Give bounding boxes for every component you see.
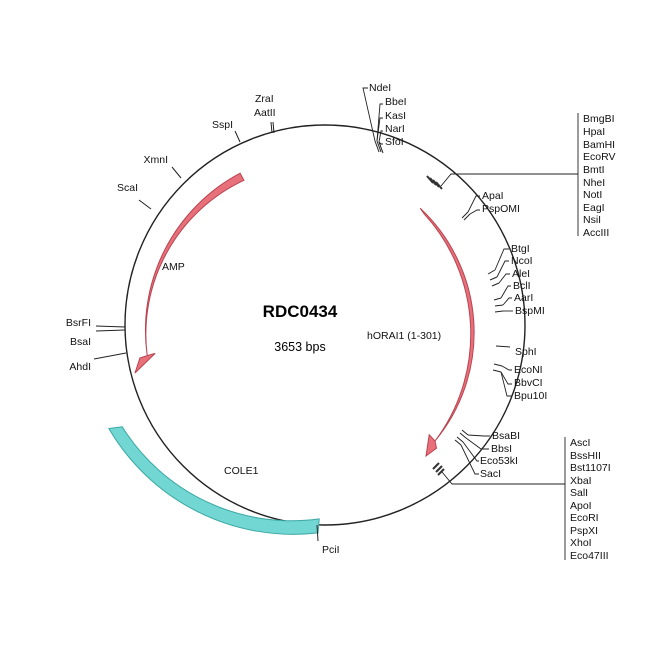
site-label: BbvCI	[514, 377, 543, 389]
site-label: ScaI	[117, 182, 138, 194]
site-label: SalI	[570, 487, 588, 499]
cole1-label: COLE1	[224, 465, 259, 477]
site-label: BssHII	[570, 450, 601, 462]
site-group-econi: EcoNI BbvCI Bpu10I	[492, 363, 547, 402]
site-label: SspI	[212, 119, 233, 131]
site-label: BbsI	[491, 443, 512, 455]
site-group-sphi: SphI	[495, 345, 537, 358]
site-label: AscI	[570, 437, 590, 449]
site-label: HpaI	[583, 126, 605, 138]
amp-feature-arrow[interactable]	[134, 172, 245, 374]
site-label: ZraI	[255, 93, 274, 105]
site-label: KasI	[385, 110, 406, 122]
site-label: BspMI	[515, 305, 545, 317]
site-label: AatII	[254, 107, 276, 119]
plasmid-name: RDC0434	[263, 302, 338, 321]
site-label: BmgBI	[583, 113, 615, 125]
site-label: BsrFI	[66, 317, 91, 329]
cole1-feature[interactable]	[107, 426, 320, 535]
site-label: Eco47III	[570, 550, 609, 562]
amp-label: AMP	[162, 261, 185, 273]
site-group-zrai: ZraI AatII	[254, 93, 276, 134]
site-label: SfoI	[385, 136, 404, 148]
site-label: NdeI	[369, 82, 391, 94]
site-label: NarI	[385, 123, 405, 135]
site-group-bsai: BsaI	[70, 329, 126, 348]
site-group-bsabi: BsaBI BbsI Eco53kI SacI	[454, 429, 520, 480]
plasmid-backbone	[124, 124, 526, 526]
site-label: XbaI	[570, 475, 592, 487]
site-label: BamHI	[583, 139, 615, 151]
site-label: SacI	[480, 468, 501, 480]
site-group-scai: ScaI	[117, 182, 152, 210]
site-label: PspXI	[570, 525, 598, 537]
site-label: NcoI	[511, 255, 533, 267]
site-group-xmni: XmnI	[143, 154, 182, 179]
site-group-ndei: NdeI BbeI KasI NarI SfoI	[362, 82, 407, 154]
site-label: NheI	[583, 177, 605, 189]
site-label: AhdI	[69, 361, 91, 373]
site-label: AccIII	[583, 227, 609, 239]
site-label: XhoI	[570, 537, 592, 549]
site-label: NsiI	[583, 214, 601, 226]
site-label: Bst1107I	[570, 462, 611, 474]
site-label: AleI	[512, 268, 530, 280]
site-label: EagI	[583, 202, 605, 214]
plasmid-size: 3653 bps	[274, 340, 325, 354]
site-label: BclI	[513, 280, 531, 292]
site-label: SphI	[515, 346, 537, 358]
site-label: EcoRI	[570, 512, 599, 524]
site-group-bmgbi-cluster: BmgBI HpaI BamHI EcoRV BmtI NheI NotI Ea…	[426, 113, 616, 239]
site-label: XmnI	[143, 154, 168, 166]
site-label: BsaI	[70, 336, 91, 348]
site-label: ApoI	[570, 500, 592, 512]
site-label: PspOMI	[482, 203, 520, 215]
site-label: BbeI	[385, 96, 407, 108]
site-label: NotI	[583, 189, 602, 201]
site-label: Eco53kI	[480, 455, 518, 467]
site-label: BsaBI	[492, 430, 520, 442]
site-label: AarI	[514, 292, 533, 304]
site-group-bsrfi: BsrFI	[66, 317, 126, 329]
site-label: BtgI	[511, 243, 530, 255]
site-group-pcii: PciI	[316, 524, 340, 556]
horai1-feature-arrow[interactable]	[419, 207, 475, 458]
horai1-label: hORAI1 (1-301)	[367, 330, 441, 342]
site-label: PciI	[322, 544, 340, 556]
site-label: BmtI	[583, 164, 605, 176]
site-label: Bpu10I	[514, 390, 547, 402]
site-group-apai: ApaI PspOMI	[461, 190, 520, 221]
site-group-asci-cluster: AscI BssHII Bst1107I XbaI SalI ApoI EcoR…	[432, 437, 611, 562]
site-group-ahdi: AhdI	[69, 352, 127, 373]
site-group-btgi: BtgI NcoI AleI BclI AarI BspMI	[487, 243, 545, 317]
site-label: EcoNI	[514, 364, 543, 376]
site-group-sspi: SspI	[212, 119, 241, 143]
site-label: ApaI	[482, 190, 504, 202]
site-label: EcoRV	[583, 151, 616, 163]
